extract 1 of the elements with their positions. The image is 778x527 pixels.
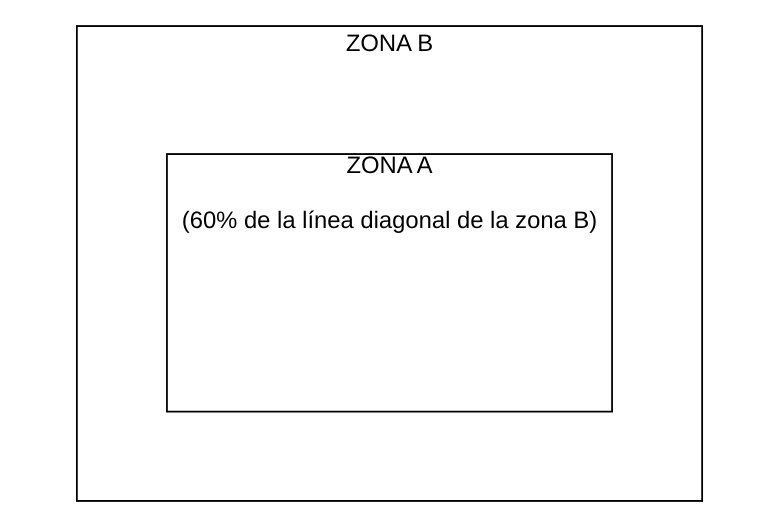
node-box: ZONA A (60% de la línea diagonal de la zona B): [166, 153, 612, 413]
